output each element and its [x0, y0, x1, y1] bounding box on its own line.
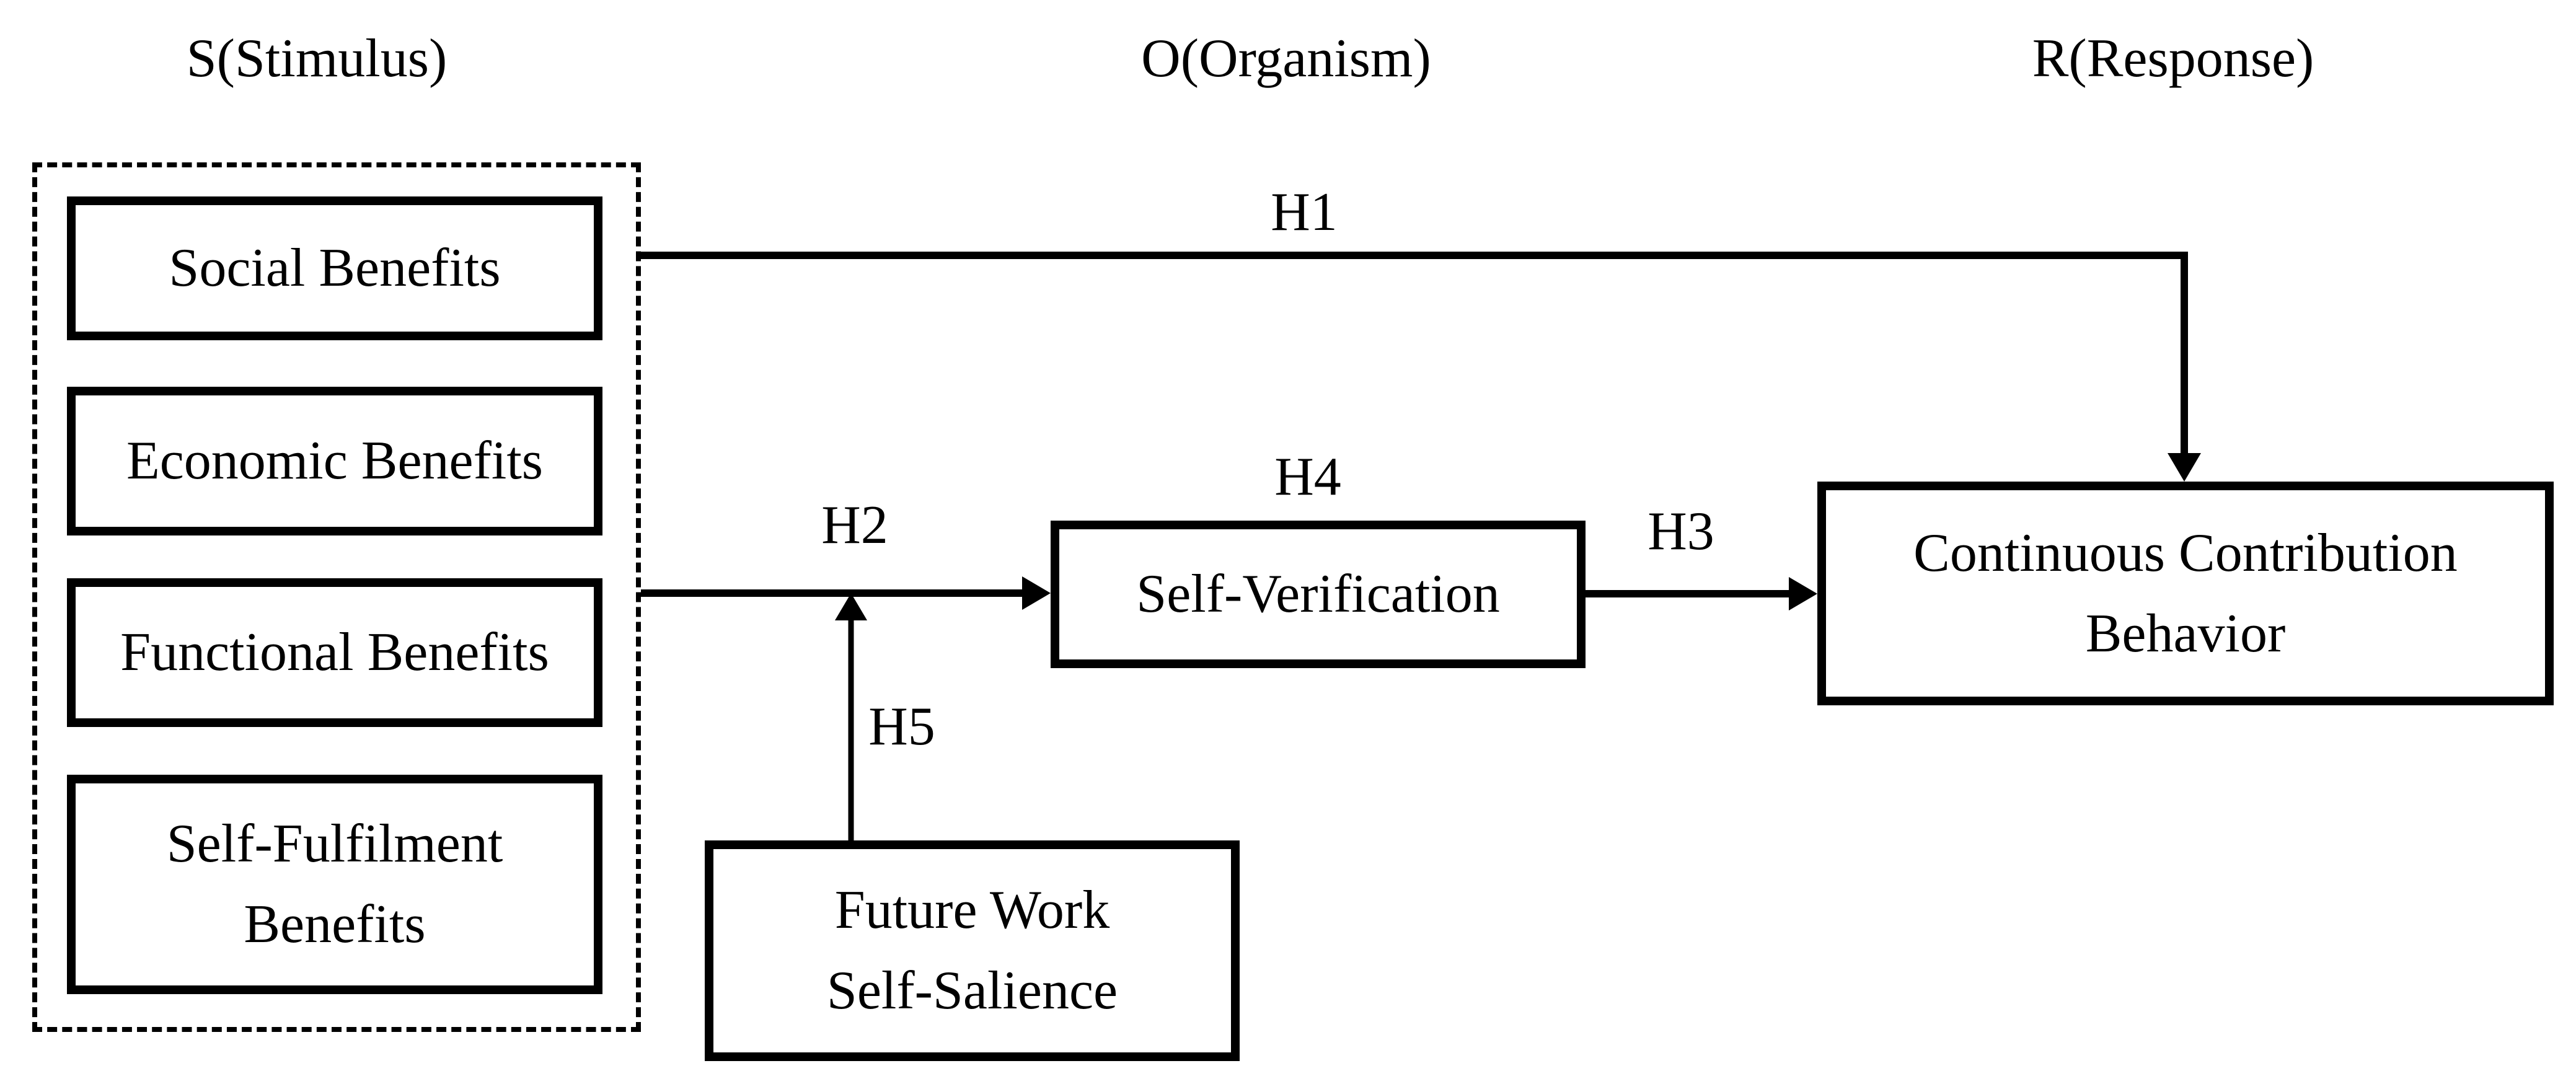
self-fulfilment-benefits-box: Self-Fulfilment Benefits: [67, 775, 602, 994]
column-header-organism: O(Organism): [1141, 29, 1431, 89]
hypothesis-label-h3: H3: [1647, 501, 1714, 562]
future-work-label-line1: Future Work: [834, 880, 1110, 940]
stimulus-group-container: [32, 162, 641, 1032]
economic-benefits-label: Economic Benefits: [126, 431, 544, 491]
column-header-stimulus: S(Stimulus): [186, 29, 448, 89]
hypothesis-label-h2: H2: [821, 495, 888, 555]
continuous-contribution-behavior-box: Continuous Contribution Behavior: [1817, 482, 2554, 705]
column-header-response: R(Response): [2032, 29, 2314, 89]
future-work-label-line2: Self-Salience: [826, 961, 1118, 1021]
self-verification-label: Self-Verification: [1136, 564, 1500, 624]
h1-arrow-line: [641, 252, 2188, 456]
h1-arrowhead-icon: [2168, 453, 2201, 482]
h5-arrowhead-icon: [835, 593, 867, 620]
economic-benefits-box: Economic Benefits: [67, 387, 602, 535]
self-fulfilment-benefits-label-line1: Self-Fulfilment: [166, 814, 503, 874]
continuous-contribution-label-line1: Continuous Contribution: [1913, 522, 2458, 583]
functional-benefits-label: Functional Benefits: [120, 622, 549, 682]
self-fulfilment-benefits-label-line2: Benefits: [244, 894, 426, 954]
hypothesis-label-h4: H4: [1274, 447, 1341, 507]
future-work-self-salience-box: Future Work Self-Salience: [705, 840, 1240, 1061]
social-benefits-box: Social Benefits: [67, 196, 602, 340]
hypothesis-label-h1: H1: [1271, 182, 1338, 242]
functional-benefits-box: Functional Benefits: [67, 578, 602, 727]
hypothesis-label-h5: H5: [868, 697, 935, 757]
h2-arrowhead-icon: [1022, 576, 1051, 610]
self-verification-box: Self-Verification: [1051, 521, 1586, 668]
social-benefits-label: Social Benefits: [169, 238, 501, 298]
continuous-contribution-label-line2: Behavior: [2085, 603, 2286, 664]
h3-arrowhead-icon: [1789, 577, 1817, 610]
